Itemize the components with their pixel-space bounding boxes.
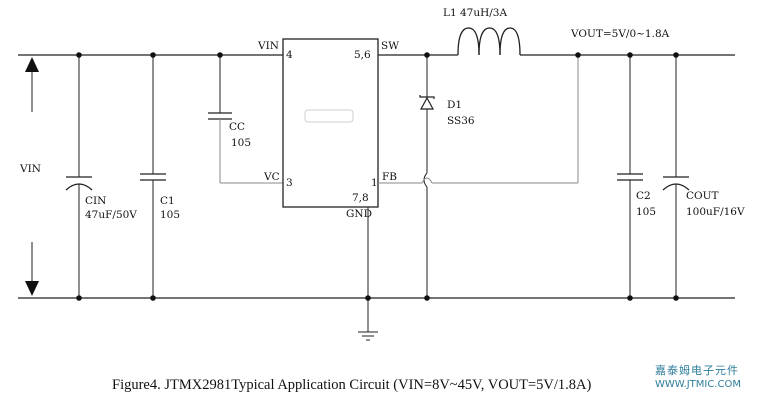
cout-name-label: COUT: [686, 190, 719, 202]
ic-pin1-label: 1: [371, 177, 378, 189]
cin-value-label: 47uF/50V: [85, 209, 137, 221]
c1-name-label: C1: [160, 195, 175, 207]
cc-name-label: CC: [229, 121, 245, 133]
ic-gnd-label: GND: [346, 208, 372, 220]
c1-value-label: 105: [160, 209, 180, 221]
junction-dot: [424, 52, 430, 58]
ic-pin4-label: 4: [286, 49, 293, 61]
junction-dot: [365, 295, 371, 301]
junction-dot: [150, 295, 156, 301]
ic-marker: [304, 109, 354, 123]
vout-label: VOUT=5V/0~1.8A: [570, 28, 670, 40]
ic-pin3-label: 3: [286, 177, 293, 189]
ic-pin56-label: 5,6: [354, 49, 371, 61]
ic-body: [282, 38, 379, 208]
ic-pin78-label: 7,8: [352, 192, 369, 204]
junction-dot: [575, 52, 581, 58]
watermark-brand: 嘉泰姆电子元件: [655, 364, 739, 377]
l1-inductor: [457, 27, 521, 56]
cin-capacitor: [65, 55, 93, 298]
vin-arrow-down: [25, 242, 39, 296]
d1-part-label: SS36: [447, 115, 475, 127]
ic-vc-label: VC: [263, 171, 280, 183]
ic-fb-label: FB: [382, 171, 397, 183]
cin-name-label: CIN: [85, 195, 106, 207]
watermark-url: WWW.JTMIC.COM: [655, 379, 741, 390]
feedback-wire: [378, 55, 579, 184]
vin-side-label: VIN: [19, 163, 41, 175]
c2-value-label: 105: [636, 206, 656, 218]
d1-diode: [419, 55, 435, 298]
ground-symbol: [358, 207, 378, 341]
cc-capacitor: [208, 55, 283, 184]
junction-dot: [76, 52, 82, 58]
c2-capacitor: [617, 55, 643, 298]
junction-dots: [76, 52, 679, 301]
junction-dot: [673, 295, 679, 301]
c1-capacitor: [140, 55, 166, 298]
cout-capacitor: [662, 55, 690, 298]
junction-dot: [673, 52, 679, 58]
junction-dot: [627, 52, 633, 58]
ic-vin-label: VIN: [257, 40, 279, 52]
junction-dot: [627, 295, 633, 301]
junction-dot: [76, 295, 82, 301]
junction-dot: [424, 295, 430, 301]
ic-sw-label: SW: [381, 40, 399, 52]
cc-value-label: 105: [231, 137, 251, 149]
vin-arrow-up: [25, 57, 39, 112]
junction-dot: [217, 52, 223, 58]
junction-dot: [150, 52, 156, 58]
d1-name-label: D1: [447, 99, 462, 111]
c2-name-label: C2: [636, 190, 651, 202]
cout-value-label: 100uF/16V: [686, 206, 745, 218]
l1-label: L1 47uH/3A: [443, 7, 507, 19]
figure-caption: Figure4. JTMX2981Typical Application Cir…: [112, 377, 592, 393]
